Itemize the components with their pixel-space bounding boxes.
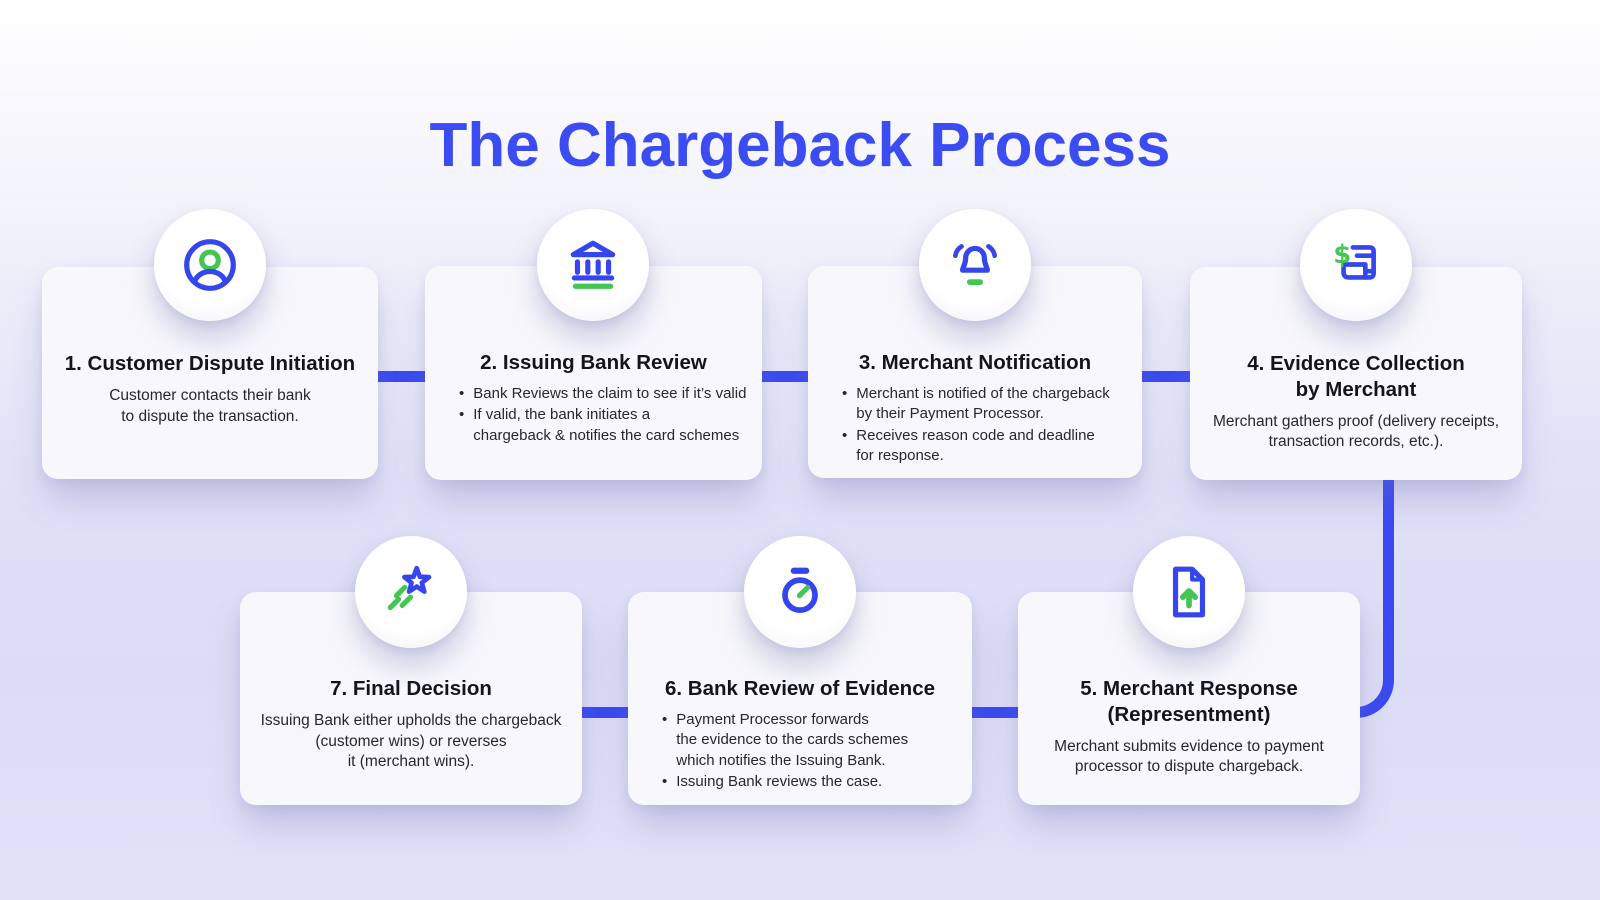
step-2-heading: 2. Issuing Bank Review — [480, 351, 707, 374]
bullet-text: Payment Processor forwards the evidence … — [676, 710, 909, 769]
svg-text:$: $ — [1333, 240, 1351, 270]
file-upload-icon — [1172, 566, 1206, 618]
step-4-icon-badge: $ — [1300, 209, 1412, 321]
connector-step7-step6 — [578, 707, 632, 718]
bullet-text: If valid, the bank initiates a chargebac… — [473, 406, 740, 444]
step-5-body: Merchant submits evidence to payment pro… — [1054, 737, 1324, 776]
step-6-bullets: • Payment Processor forwards the evidenc… — [628, 710, 972, 793]
bullet-dot: • — [662, 773, 668, 790]
bullet-text: Issuing Bank reviews the case. — [676, 773, 883, 790]
connector-step4-step5-elbow — [1350, 478, 1394, 718]
bullet-dot: • — [842, 384, 848, 402]
step-6-icon-badge — [744, 536, 856, 648]
stopwatch-icon — [782, 567, 818, 613]
step-card-4: 4. Evidence Collection by Merchant Merch… — [1190, 267, 1522, 480]
step-7-body: Issuing Bank either upholds the chargeba… — [260, 711, 562, 771]
bullet-text: Bank Reviews the claim to see if it’s va… — [473, 384, 747, 402]
page-title: The Chargeback Process — [429, 110, 1171, 180]
step-5-icon-badge — [1133, 536, 1245, 648]
step-2-bullets: • Bank Reviews the claim to see if it’s … — [425, 384, 762, 446]
connector-step3-step4 — [1138, 371, 1194, 382]
bullet-item: • If valid, the bank initiates a chargeb… — [459, 405, 754, 446]
bullet-item: • Bank Reviews the claim to see if it’s … — [459, 384, 754, 404]
step-7-icon-badge — [355, 536, 467, 648]
step-7-heading: 7. Final Decision — [330, 677, 492, 700]
bullet-text: Receives reason code and deadline for re… — [856, 426, 1095, 464]
step-2-icon-badge — [537, 209, 649, 321]
bullet-item: • Receives reason code and deadline for … — [842, 426, 1134, 467]
bullet-dot: • — [662, 710, 668, 728]
shooting-star-icon — [387, 565, 432, 611]
step-3-bullets: • Merchant is notified of the chargeback… — [808, 384, 1142, 467]
user-circle-icon — [184, 239, 236, 291]
step-1-body: Customer contacts their bank to dispute … — [109, 386, 311, 425]
money-statement-icon: $ — [1333, 240, 1376, 280]
bell-icon — [952, 244, 998, 285]
step-3-heading: 3. Merchant Notification — [858, 351, 1092, 374]
bank-icon — [570, 240, 616, 289]
step-1-heading: 1. Customer Dispute Initiation — [64, 352, 356, 375]
connector-step2-step3 — [758, 371, 812, 382]
step-1-icon-badge — [154, 209, 266, 321]
step-4-body: Merchant gathers proof (delivery receipt… — [1212, 412, 1500, 451]
bullet-text: Merchant is notified of the chargeback b… — [856, 384, 1110, 423]
step-card-5: 5. Merchant Response (Representment) Mer… — [1018, 592, 1360, 805]
connector-step6-step5 — [968, 707, 1022, 718]
step-6-heading: 6. Bank Review of Evidence — [664, 677, 936, 700]
bullet-item: • Payment Processor forwards the evidenc… — [662, 710, 964, 771]
step-4-heading: 4. Evidence Collection by Merchant — [1247, 352, 1465, 401]
bullet-dot: • — [459, 384, 465, 402]
step-5-heading: 5. Merchant Response (Representment) — [1080, 677, 1298, 726]
bullet-item: • Merchant is notified of the chargeback… — [842, 384, 1134, 425]
connector-step1-step2 — [374, 371, 429, 382]
bullet-dot: • — [842, 426, 848, 444]
bullet-item: • Issuing Bank reviews the case. — [662, 772, 964, 792]
step-card-6: 6. Bank Review of Evidence • Payment Pro… — [628, 592, 972, 805]
bullet-dot: • — [459, 406, 465, 424]
step-3-icon-badge — [919, 209, 1031, 321]
